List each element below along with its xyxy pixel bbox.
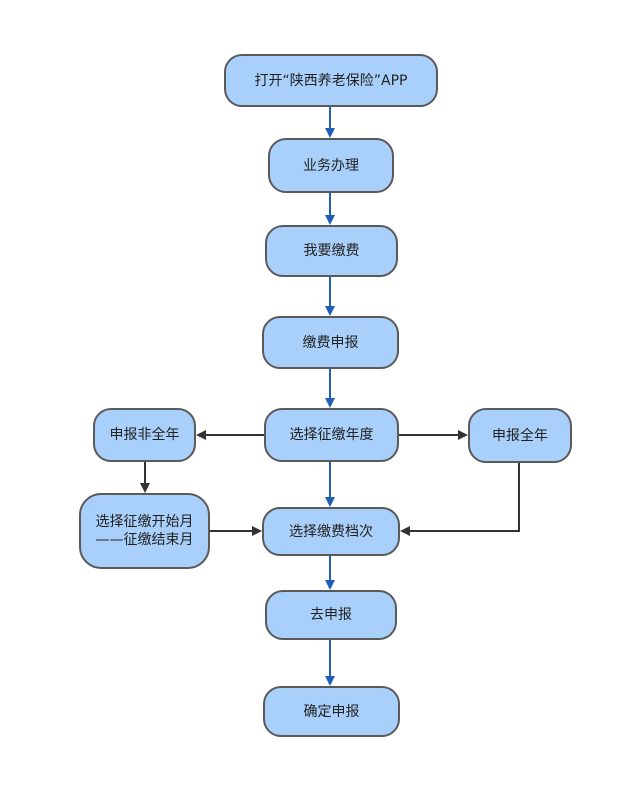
node-go-declare: 去申报 bbox=[265, 590, 397, 640]
edge-full-to-grade bbox=[400, 463, 520, 536]
node-open-app: 打开“陕西养老保险”APP bbox=[224, 54, 438, 107]
node-business: 业务办理 bbox=[268, 138, 394, 193]
node-select-months: 选择征缴开始月 ——征缴结束月 bbox=[79, 493, 210, 569]
node-partial-year: 申报非全年 bbox=[93, 408, 196, 462]
node-pay: 我要缴费 bbox=[265, 225, 398, 277]
node-confirm: 确定申报 bbox=[263, 686, 400, 737]
node-select-year: 选择征缴年度 bbox=[264, 408, 399, 462]
node-full-year: 申报全年 bbox=[468, 408, 572, 463]
node-declare: 缴费申报 bbox=[262, 316, 399, 369]
node-select-grade: 选择缴费档次 bbox=[262, 507, 400, 556]
